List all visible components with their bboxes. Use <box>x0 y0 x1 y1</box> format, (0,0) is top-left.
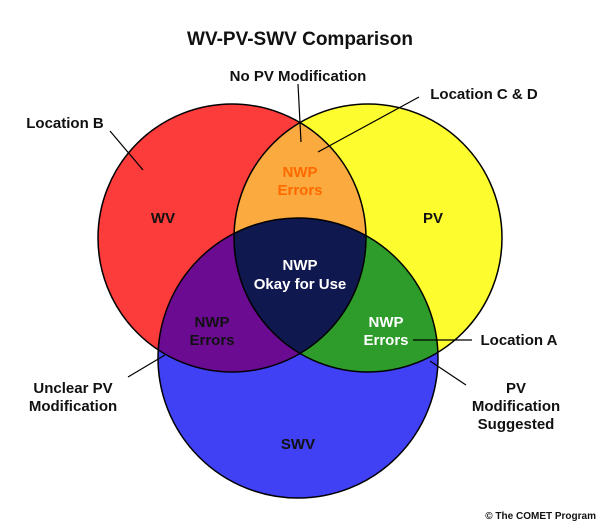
diagram-title: WV-PV-SWV Comparison <box>187 29 413 50</box>
annotation-location-b: Location B <box>26 115 104 132</box>
annotation-unclear-pv-line1: Unclear PV <box>33 380 112 397</box>
leader-lines <box>109 83 472 386</box>
leader-no-pv-modification <box>297 83 302 143</box>
region-label-wv-swv-line1: NWP <box>195 314 230 331</box>
annotation-location-cd: Location C & D <box>430 86 538 103</box>
region-label-wv-pv-line1: NWP <box>283 164 318 181</box>
region-label-wv-swv-line2: Errors <box>189 332 234 349</box>
leader-location-cd <box>317 96 420 153</box>
region-label-wv-pv-line2: Errors <box>277 182 322 199</box>
region-label-pv-swv-line2: Errors <box>363 332 408 349</box>
region-label-wv: WV <box>151 210 175 227</box>
leader-pv-modification <box>429 360 467 386</box>
annotation-pv-modification-line2: Modification <box>472 398 560 415</box>
leader-unclear-pv <box>127 354 166 378</box>
annotation-unclear-pv-line2: Modification <box>29 398 117 415</box>
leader-location-b <box>109 130 144 171</box>
region-label-swv: SWV <box>281 436 315 453</box>
circle-outlines <box>97 103 503 499</box>
region-label-center-line1: NWP <box>283 257 318 274</box>
region-label-pv: PV <box>423 210 443 227</box>
credit-text: © The COMET Program <box>485 511 596 522</box>
annotation-pv-modification-line3: Suggested <box>478 416 555 433</box>
region-label-center-line2: Okay for Use <box>254 276 347 293</box>
annotation-location-a: Location A <box>481 332 558 349</box>
annotation-pv-modification-line1: PV <box>506 380 526 397</box>
annotation-no-pv-modification: No PV Modification <box>230 68 367 85</box>
region-label-pv-swv-line1: NWP <box>369 314 404 331</box>
